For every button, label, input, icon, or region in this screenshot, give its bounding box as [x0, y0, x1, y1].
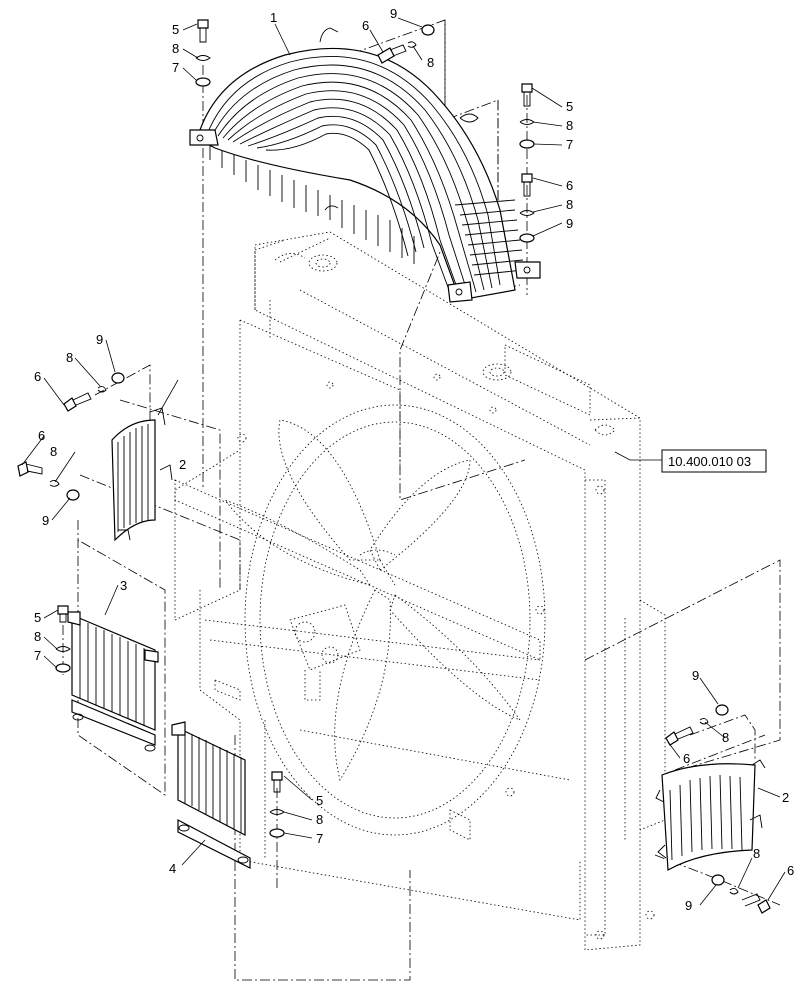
callout-8-top: 8: [427, 55, 434, 70]
callout-6-right-lower: 6: [787, 863, 794, 878]
right-side-guard: [655, 759, 766, 871]
leader-lines: [21, 17, 786, 906]
callout-3: 3: [120, 578, 127, 593]
reference-label[interactable]: 10.400.010 03: [668, 454, 751, 469]
callout-8-right-lower: 8: [753, 846, 760, 861]
lower-grille: [171, 721, 251, 869]
callout-5-top-left: 5: [172, 22, 179, 37]
callout-9-left-lower: 9: [42, 513, 49, 528]
callout-8-top-left: 8: [172, 41, 179, 56]
callout-6-right-upper: 6: [683, 751, 690, 766]
callout-2-right: 2: [782, 790, 789, 805]
callout-7-top-left: 7: [172, 60, 179, 75]
callout-9-right-lower: 9: [685, 898, 692, 913]
reference-box[interactable]: 10.400.010 03: [661, 449, 767, 473]
callout-8-top-right: 8: [566, 118, 573, 133]
callout-7-top-right: 7: [566, 137, 573, 152]
callout-8-right-upper: 8: [722, 730, 729, 745]
callout-6-left-lower: 6: [38, 428, 45, 443]
callout-labels: 1 2 2 3 4 5 5 5 5 6 6 6 6 6 7 7 7 7 8 8 …: [34, 6, 789, 876]
callout-8-left-upper: 8: [66, 350, 73, 365]
callout-7-left-grille: 7: [34, 648, 41, 663]
callout-7-lower: 7: [316, 831, 323, 846]
callout-5-left-grille: 5: [34, 610, 41, 625]
left-side-guard: [111, 407, 173, 542]
callout-8-left-lower: 8: [50, 444, 57, 459]
callout-labels-right-lower: 8 8 9 6 8: [50, 444, 794, 913]
left-grille: [67, 611, 159, 752]
callout-5-lower: 5: [316, 793, 323, 808]
callout-4: 4: [169, 861, 176, 876]
callout-9-right-stack: 9: [566, 216, 573, 231]
callout-2-left: 2: [179, 457, 186, 472]
callout-8-lower: 8: [316, 812, 323, 827]
callout-9-left-upper: 9: [96, 332, 103, 347]
callout-5-top-right: 5: [566, 99, 573, 114]
callout-1: 1: [270, 10, 277, 25]
callout-8-left-grille: 8: [34, 629, 41, 644]
fasteners: [17, 19, 771, 914]
callout-6-right-stack: 6: [566, 178, 573, 193]
callout-6-top: 6: [362, 18, 369, 33]
callout-8-right-stack: 8: [566, 197, 573, 212]
callout-6-left-upper: 6: [34, 369, 41, 384]
radiator-assembly: [174, 231, 666, 951]
callout-9-top: 9: [390, 6, 397, 21]
top-fin-guard: [189, 27, 541, 303]
callout-9-right: 9: [692, 668, 699, 683]
